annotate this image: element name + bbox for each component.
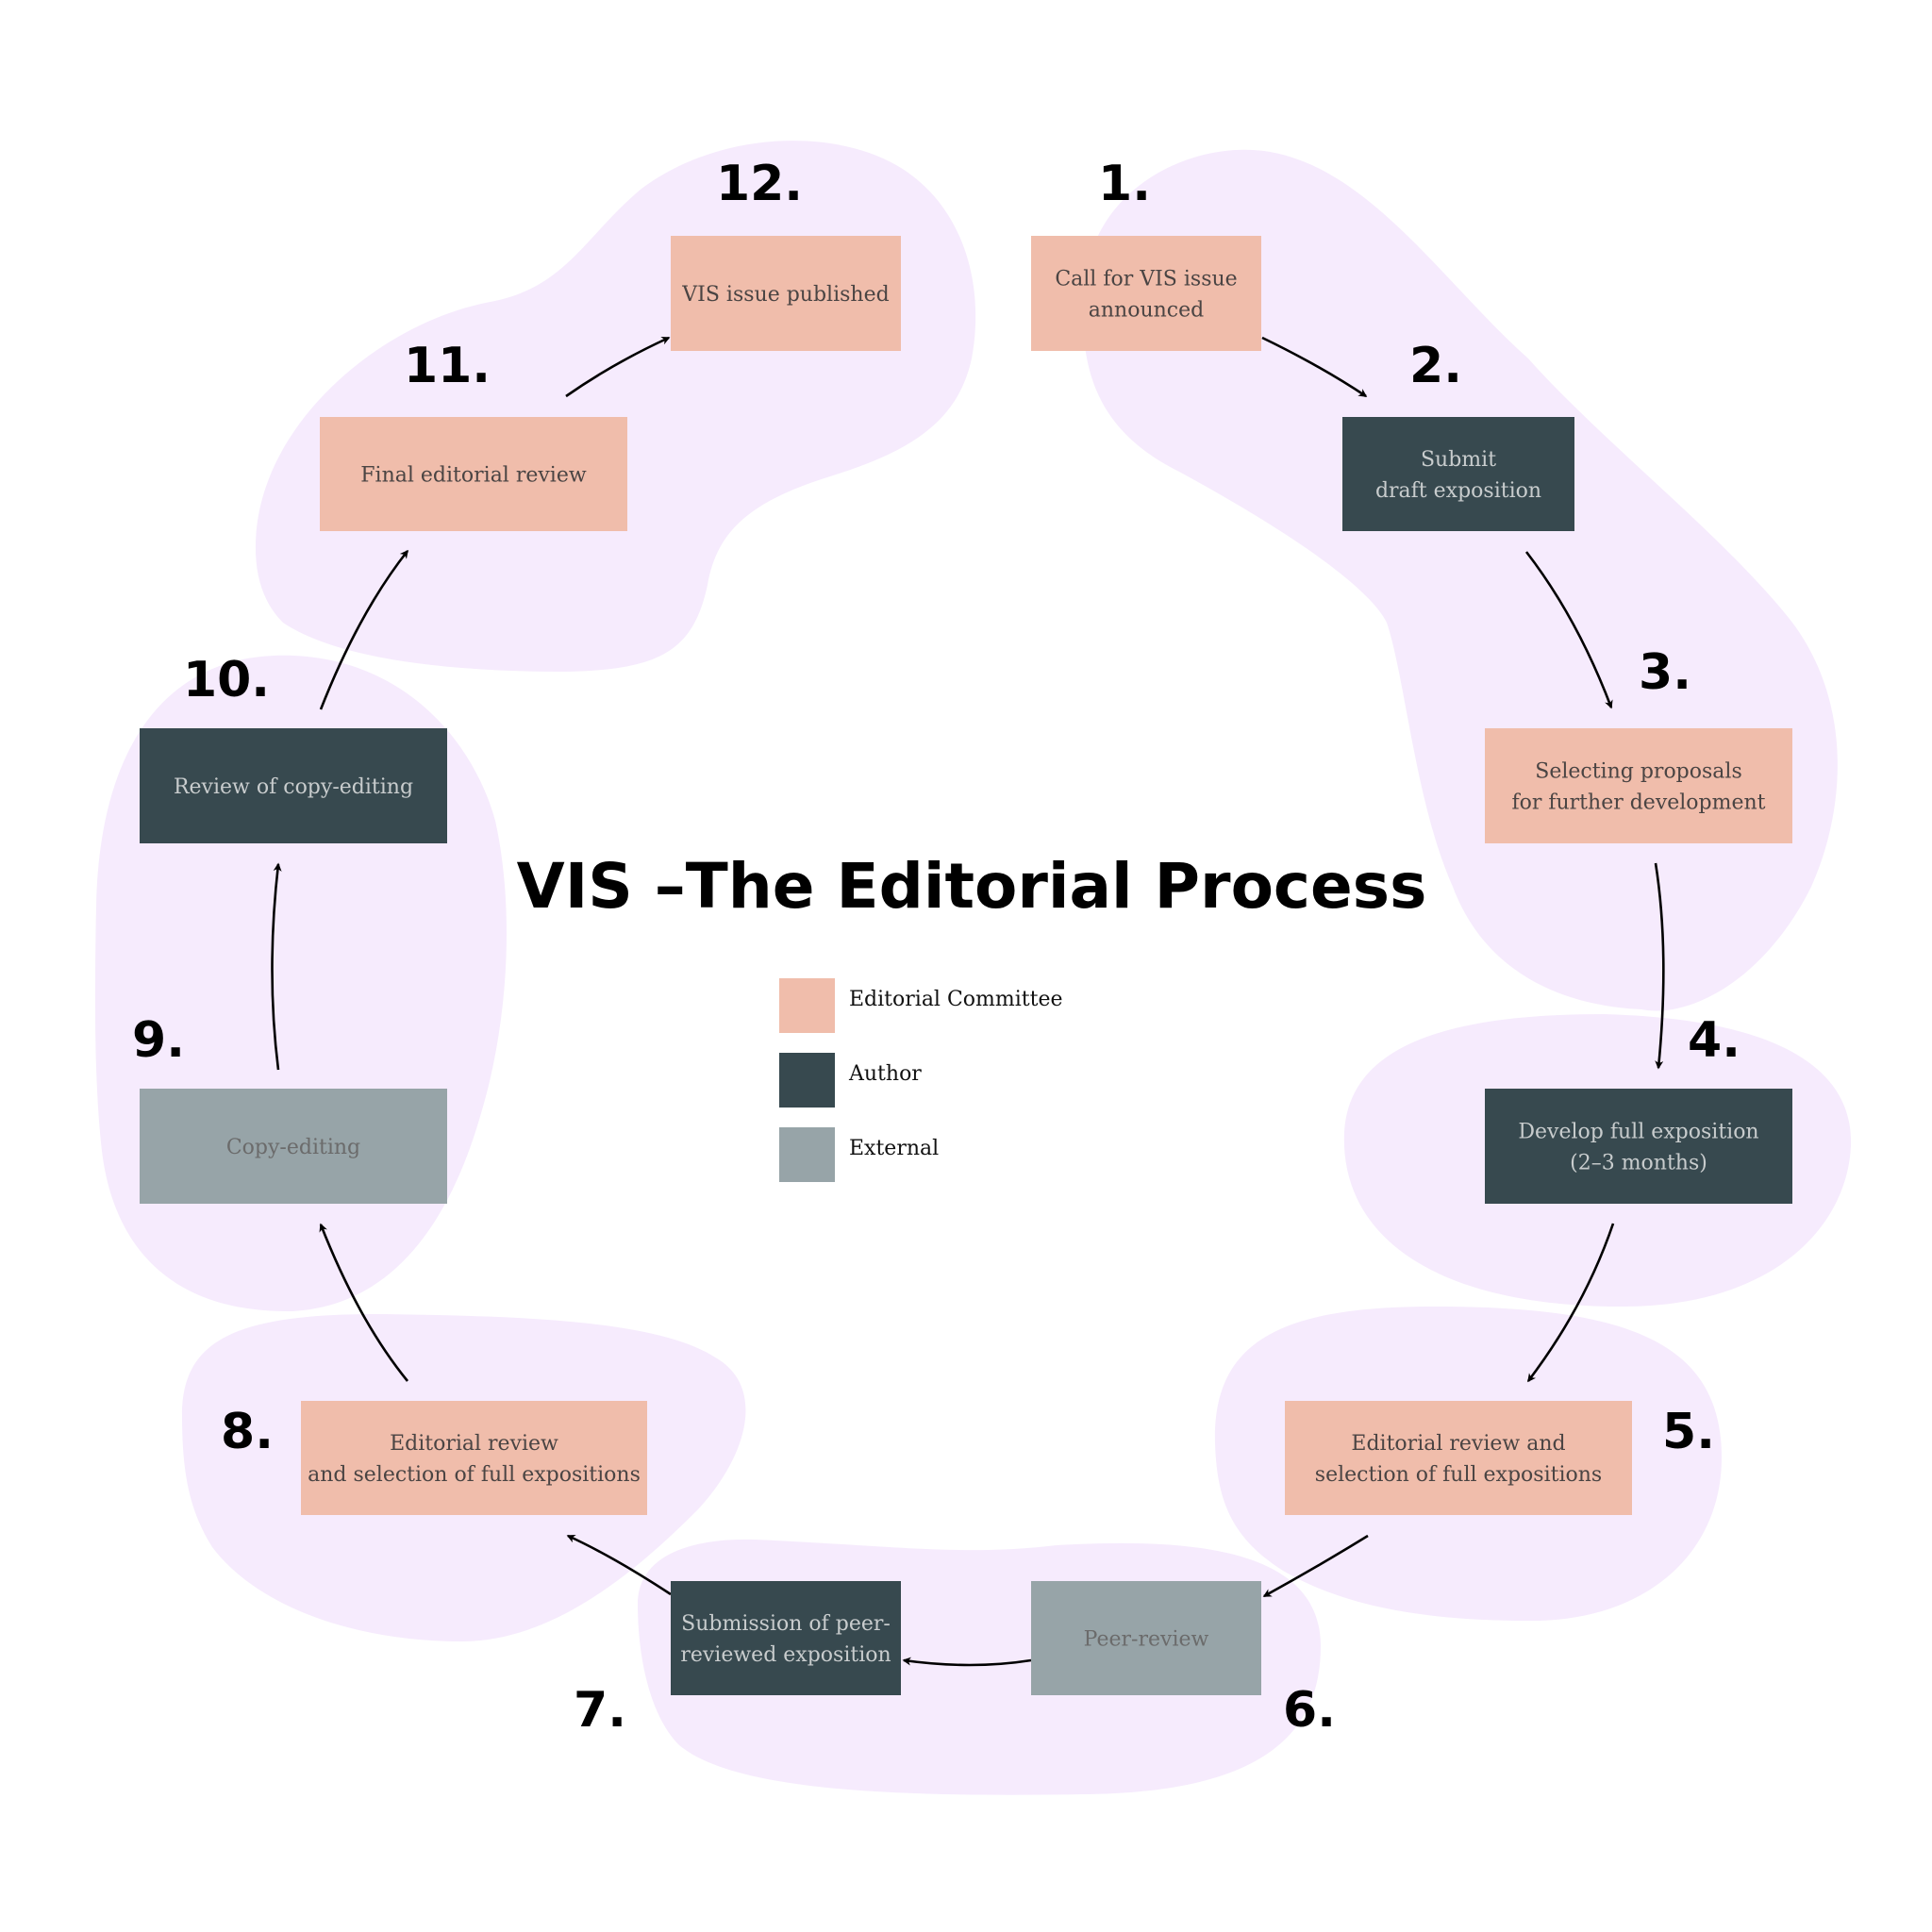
step-8: Editorial review and selection of full ex… [221, 1401, 647, 1515]
step-box [1485, 728, 1792, 843]
step-number: 5. [1662, 1404, 1715, 1460]
step-label-line: Editorial review [390, 1432, 558, 1456]
step-number: 8. [221, 1404, 274, 1460]
step-box [1285, 1401, 1632, 1515]
step-label-line: Call for VIS issue [1055, 268, 1237, 291]
legend-label: External [849, 1137, 939, 1160]
arrow-1-to-2 [1261, 336, 1368, 398]
step-label-line: Develop full exposition [1518, 1121, 1758, 1144]
step-number: 12. [716, 156, 803, 212]
step-5: Editorial review and selection of full ex… [1285, 1401, 1715, 1515]
arrow-8-to-9 [319, 1223, 409, 1382]
diagram-title: VIS –The Editorial Process [517, 850, 1427, 923]
legend: Editorial Committee Author External [779, 978, 1063, 1182]
blob-steps-11-12 [255, 141, 976, 672]
legend-label: Author [848, 1062, 922, 1086]
step-box [1485, 1089, 1792, 1204]
step-12: VIS issue published 12. [671, 156, 901, 351]
step-label-line: and selection of full expositions [308, 1463, 641, 1487]
step-box [671, 1581, 901, 1695]
group-blobs [94, 141, 1852, 1795]
step-box [671, 236, 901, 351]
process-steps: Call for VIS issue announced 1. Submit draft… [132, 156, 1792, 1739]
flow-arrows [271, 336, 1665, 1667]
step-box [1342, 417, 1574, 531]
step-label-line: Peer-review [1084, 1628, 1209, 1652]
step-number: 7. [574, 1682, 626, 1739]
step-10: Review of copy-editing 10. [140, 652, 447, 843]
step-number: 6. [1283, 1682, 1336, 1739]
arrow-11-to-12 [565, 336, 671, 398]
step-label-line: (2–3 months) [1570, 1152, 1707, 1175]
step-box [301, 1401, 647, 1515]
step-4: Develop full exposition (2–3 months) 4. [1485, 1012, 1792, 1204]
step-7: Submission of peer-reviewed exposition 7. [574, 1581, 901, 1739]
legend-swatch-author [779, 1053, 835, 1108]
step-label-line: announced [1089, 299, 1204, 323]
step-number: 9. [132, 1012, 185, 1069]
step-label-line: Review of copy-editing [174, 775, 413, 799]
step-box [140, 728, 447, 843]
step-number: 10. [183, 652, 270, 708]
legend-item-author: Author [779, 1053, 922, 1108]
step-11: Final editorial review 11. [320, 338, 627, 531]
arrow-2-to-3 [1524, 551, 1613, 709]
arrow-4-to-5 [1526, 1223, 1615, 1383]
step-box [1031, 1581, 1261, 1695]
step-box [320, 417, 627, 531]
step-number: 4. [1688, 1012, 1740, 1069]
step-2: Submit draft exposition 2. [1342, 338, 1574, 531]
step-box [140, 1089, 447, 1204]
step-number: 3. [1639, 644, 1691, 701]
legend-item-editorial-committee: Editorial Committee [779, 978, 1063, 1033]
step-label-line: for further development [1511, 791, 1765, 815]
step-6: Peer-review 6. [1031, 1581, 1336, 1739]
step-1: Call for VIS issue announced 1. [1031, 156, 1261, 351]
step-3: Selecting proposals for further developme… [1485, 644, 1792, 843]
step-number: 2. [1409, 338, 1462, 394]
arrow-9-to-10 [271, 862, 282, 1071]
legend-swatch-editorial-committee [779, 978, 835, 1033]
legend-swatch-external [779, 1127, 835, 1182]
arrow-5-to-6 [1262, 1534, 1369, 1598]
step-number: 1. [1098, 156, 1151, 212]
step-label-line: VIS issue published [681, 283, 889, 307]
step-label-line: Editorial review and [1351, 1432, 1565, 1456]
step-label-line: selection of full expositions [1315, 1463, 1602, 1487]
step-box [1031, 236, 1261, 351]
legend-item-external: External [779, 1127, 939, 1182]
step-label-line: draft exposition [1375, 479, 1541, 503]
step-label-line: Submit [1421, 448, 1496, 472]
step-label-line: Copy-editing [226, 1136, 360, 1159]
step-label-line: Selecting proposals [1535, 760, 1742, 784]
arrow-10-to-11 [319, 549, 409, 710]
step-number: 11. [404, 338, 491, 394]
arrow-6-to-7 [902, 1657, 1032, 1667]
step-9: Copy-editing 9. [132, 1012, 447, 1204]
step-label-line: Final editorial review [360, 464, 587, 488]
step-label-line: reviewed exposition [680, 1643, 891, 1667]
step-label-line: Submission of peer- [681, 1612, 891, 1636]
arrow-7-to-8 [566, 1534, 672, 1596]
arrow-3-to-4 [1654, 862, 1665, 1070]
legend-label: Editorial Committee [849, 988, 1063, 1011]
